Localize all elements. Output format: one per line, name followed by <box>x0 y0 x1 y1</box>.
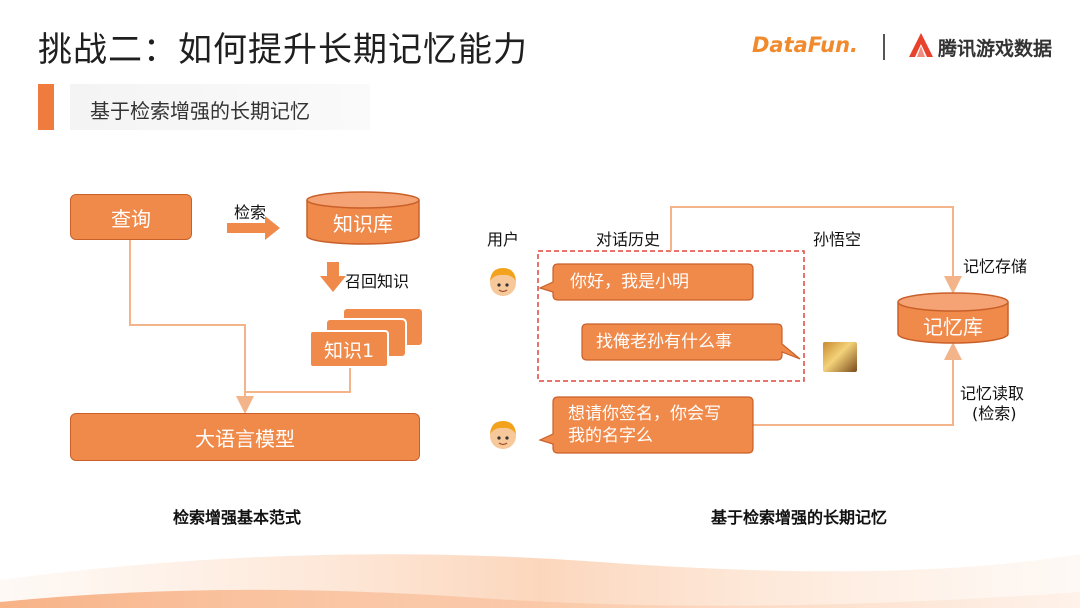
query-to-llm-line <box>129 240 254 414</box>
user-face-icon <box>490 421 516 449</box>
bottom-decoration <box>0 554 1080 608</box>
memory-read-line <box>752 342 962 426</box>
msg3-line2: 我的名字么 <box>568 426 653 446</box>
memory-read-sub-label: (检索) <box>972 404 1017 423</box>
query-box: 查询 <box>70 194 192 240</box>
monkey-avatar-icon <box>823 342 857 372</box>
tencent-logo-icon <box>909 33 933 57</box>
subtitle: 基于检索增强的长期记忆 <box>90 99 310 123</box>
subtitle-accent-bar <box>38 84 54 130</box>
llm-box: 大语言模型 <box>70 413 420 461</box>
memory-store-label: 记忆存储 <box>963 257 1028 276</box>
character-label: 孙悟空 <box>813 230 862 249</box>
retrieve-label: 检索 <box>234 203 267 222</box>
right-caption: 基于检索增强的长期记忆 <box>711 508 888 527</box>
knowledge-item-box: 知识1 <box>309 330 389 368</box>
tencent-logo: 腾讯游戏数据 <box>908 32 1052 60</box>
memory-db-label: 记忆库 <box>923 315 983 339</box>
user-label: 用户 <box>487 230 520 249</box>
msg1-text: 你好，我是小明 <box>570 272 689 292</box>
recall-arrow <box>320 262 346 292</box>
history-label: 对话历史 <box>596 230 661 249</box>
msg3-line1: 想请你签名，你会写 <box>568 404 721 424</box>
user-face-icon <box>490 268 516 296</box>
memory-store-line <box>670 206 962 294</box>
recall-label: 召回知识 <box>345 272 410 291</box>
retrieve-arrow <box>227 216 280 240</box>
page-title: 挑战二：如何提升长期记忆能力 <box>38 30 528 70</box>
knowledge-base-label: 知识库 <box>333 212 393 236</box>
subtitle-background <box>70 84 370 130</box>
memory-db-cylinder <box>897 292 1009 344</box>
bubble-msg3 <box>538 396 754 454</box>
bubble-msg2 <box>581 323 801 361</box>
bubble-msg1 <box>538 263 754 301</box>
knowledge-to-llm-line <box>245 368 351 393</box>
left-caption: 检索增强基本范式 <box>173 508 302 527</box>
msg2-text: 找俺老孙有什么事 <box>596 332 732 352</box>
memory-read-label: 记忆读取 <box>960 384 1025 403</box>
tencent-logo-text: 腾讯游戏数据 <box>938 38 1053 60</box>
knowledge-base-cylinder <box>306 191 420 245</box>
datafun-logo: DataFun. <box>752 33 859 57</box>
logo-divider <box>883 34 885 60</box>
